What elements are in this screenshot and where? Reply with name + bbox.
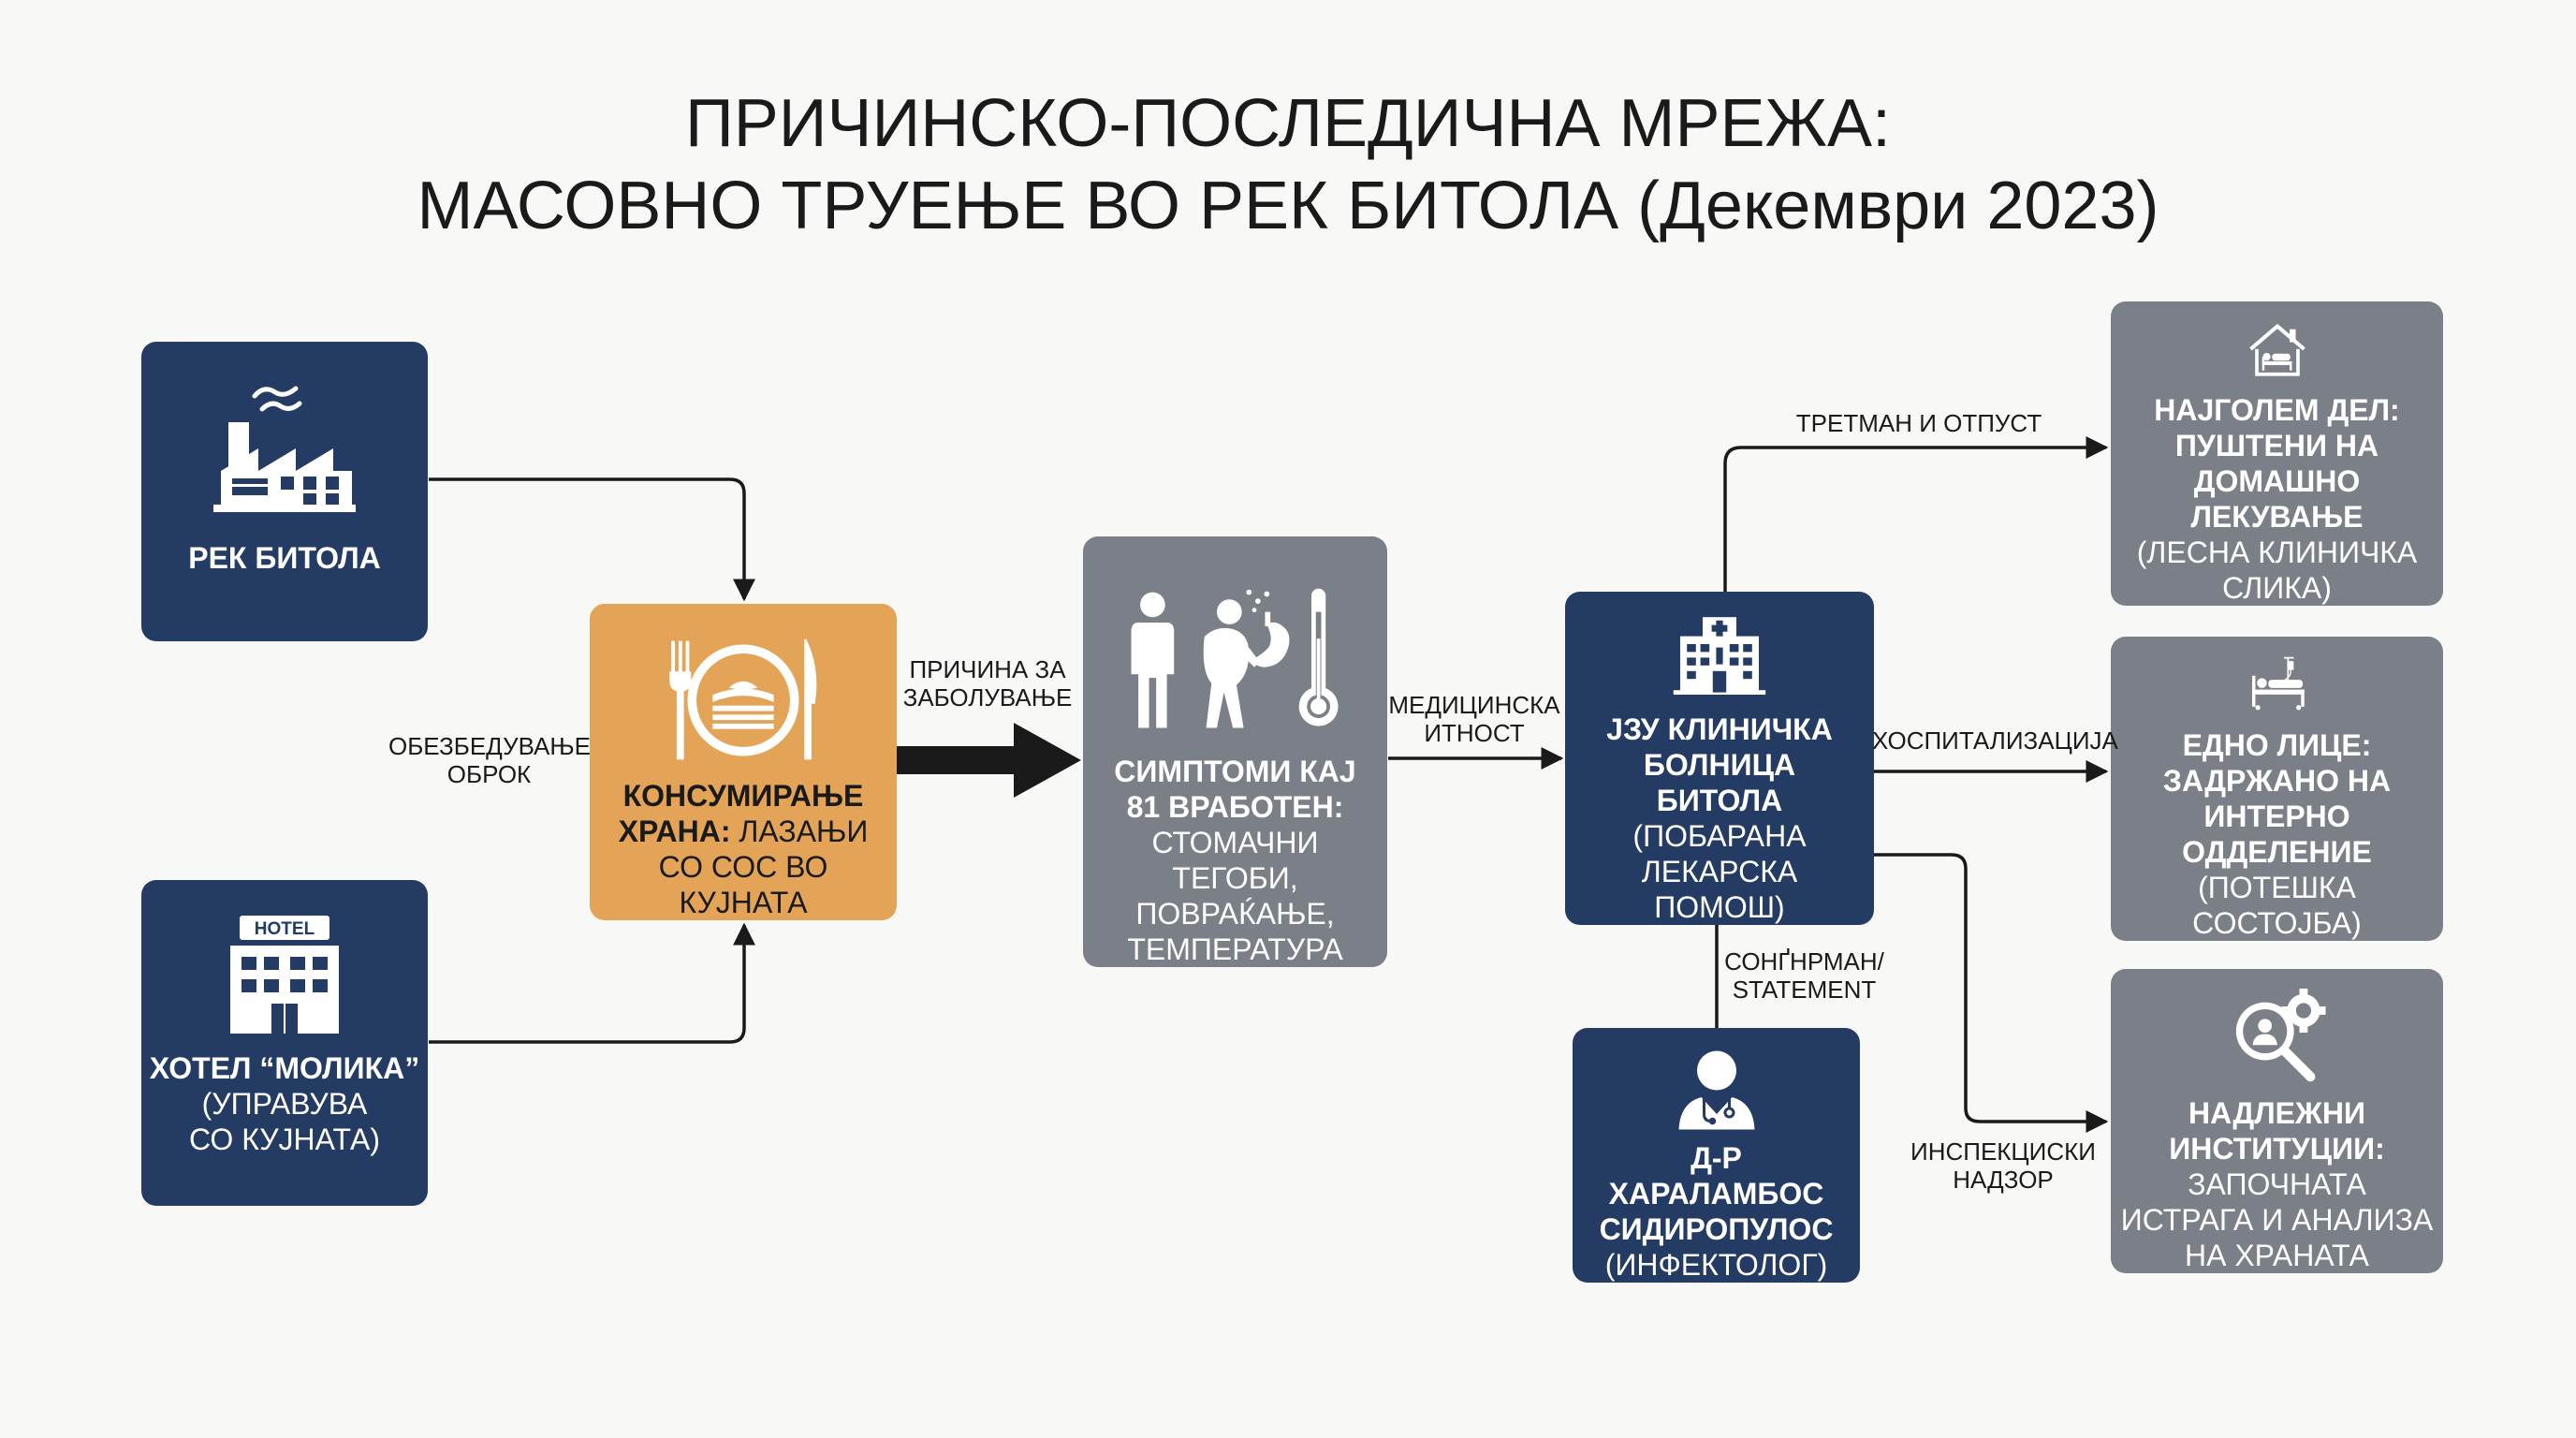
- hospital-sublabel: (ПОБАРАНА ЛЕКАРСКА ПОМОШ): [1632, 819, 1807, 924]
- node-hospital: ЈЗУ КЛИНИЧКА БОЛНИЦА БИТОЛА (ПОБАРАНА ЛЕ…: [1565, 592, 1874, 925]
- symptoms-sublabel: СТОМАЧНИ ТЕГОБИ, ПОВРАЌАЊЕ, ТЕМПЕРАТУРА: [1127, 826, 1343, 966]
- hospital-icon: [1673, 617, 1766, 695]
- arrow-hotel-to-food: [429, 922, 755, 1044]
- home-label: НАЈГОЛЕМ ДЕЛ: ПУШТЕНИ НА ДОМАШНО ЛЕКУВАЊ…: [2154, 393, 2400, 534]
- node-institutions: НАДЛЕЖНИ ИНСТИТУЦИИ: ЗАПОЧНАТА ИСТРАГА И…: [2111, 969, 2443, 1273]
- doctor-sublabel: (ИНФЕКТОЛОГ): [1604, 1248, 1828, 1282]
- node-doctor: Д-Р ХАРАЛАМБОС СИДИРОПУЛОС (ИНФЕКТОЛОГ): [1573, 1028, 1860, 1283]
- plate-cutlery-icon: [669, 638, 817, 760]
- edge-label-meal: ОБЕЗБЕДУВАЊЕ ОБРОК: [388, 732, 592, 788]
- node-internal-ward: ЕДНО ЛИЦЕ: ЗАДРЖАНО НА ИНТЕРНО ОДДЕЛЕНИЕ…: [2111, 637, 2443, 941]
- node-food-consumption: КОНСУМИРАЊЕ ХРАНА: ЛАЗАЊИ СО СОС ВО КУЈН…: [590, 604, 897, 920]
- hotel-sign-text: HOTEL: [255, 919, 315, 939]
- hospital-label: ЈЗУ КЛИНИЧКА БОЛНИЦА БИТОЛА: [1606, 712, 1833, 817]
- arrow-hospital-to-home: [1723, 436, 2109, 592]
- factory-icon: [213, 386, 356, 512]
- hotel-label: ХОТЕЛ “МОЛИКА”: [149, 1051, 420, 1085]
- hospital-bed-icon: [2251, 656, 2305, 711]
- title-line-2: МАСОВНО ТРУЕЊЕ ВО РЕК БИТОЛА (Декември 2…: [417, 169, 2159, 243]
- edge-label-cause: ПРИЧИНА ЗА ЗАБОЛУВАЊЕ: [902, 655, 1073, 712]
- hotel-icon: HOTEL: [230, 916, 339, 1034]
- investigation-gear-icon: [2235, 988, 2325, 1082]
- page-title: ПРИЧИНСКО-ПОСЛЕДИЧНА МРЕЖА: МАСОВНО ТРУЕ…: [0, 82, 2576, 247]
- arrow-hospital-to-institutions: [1874, 853, 2109, 1133]
- edge-label-statement: СОНҐНРМАН/ STATEMENT: [1724, 947, 1884, 1004]
- edge-label-hospitalization: ХОСПИТАЛИЗАЦИЈА: [1872, 726, 2118, 755]
- edge-label-inspection: ИНСПЕКЦИСКИ НАДЗОР: [1910, 1137, 2096, 1194]
- node-rek-bitola: РЕК БИТОЛА: [141, 342, 428, 641]
- sick-person-icon: [1131, 588, 1339, 728]
- symptoms-label: СИМПТОМИ КАЈ 81 ВРАБОТЕН:: [1114, 755, 1356, 824]
- arrow-food-to-symptoms: [897, 723, 1081, 798]
- food-sublabel: ЛАЗАЊИ СО СОС ВО КУЈНАТА: [658, 814, 869, 919]
- rek-label: РЕК БИТОЛА: [188, 541, 381, 575]
- node-home-treatment: НАЈГОЛЕМ ДЕЛ: ПУШТЕНИ НА ДОМАШНО ЛЕКУВАЊ…: [2111, 301, 2443, 606]
- hotel-sublabel: (УПРАВУВА СО КУЈНАТА): [189, 1087, 380, 1156]
- home-sublabel: (ЛЕСНА КЛИНИЧКА СЛИКА): [2136, 536, 2418, 605]
- institutions-label: НАДЛЕЖНИ ИНСТИТУЦИИ:: [2169, 1096, 2385, 1166]
- ward-sublabel: (ПОТЕШКА СОСТОЈБА): [2192, 871, 2362, 940]
- doctor-label: Д-Р ХАРАЛАМБОС СИДИРОПУЛОС: [1599, 1141, 1834, 1246]
- title-line-1: ПРИЧИНСКО-ПОСЛЕДИЧНА МРЕЖА:: [684, 86, 1892, 161]
- node-symptoms: СИМПТОМИ КАЈ 81 ВРАБОТЕН: СТОМАЧНИ ТЕГОБ…: [1083, 536, 1387, 967]
- institutions-sublabel: ЗАПОЧНАТА ИСТРАГА И АНАЛИЗА НА ХРАНАТА: [2120, 1167, 2434, 1272]
- home-bed-icon: [2248, 324, 2305, 376]
- food-label: КОНСУМИРАЊЕ ХРАНА:: [618, 779, 864, 848]
- node-hotel-molika: HOTEL ХОТЕЛ “МОЛИКА” (УПРАВУВА СО КУЈНАТ…: [141, 880, 428, 1206]
- arrow-rek-to-food: [429, 477, 755, 602]
- edge-label-urgency: МЕДИЦИНСКА ИТНОСТ: [1388, 691, 1560, 747]
- ward-label: ЕДНО ЛИЦЕ: ЗАДРЖАНО НА ИНТЕРНО ОДДЕЛЕНИЕ: [2162, 728, 2392, 869]
- edge-label-treatment: ТРЕТМАН И ОТПУСТ: [1795, 409, 2042, 437]
- doctor-icon: [1678, 1050, 1754, 1130]
